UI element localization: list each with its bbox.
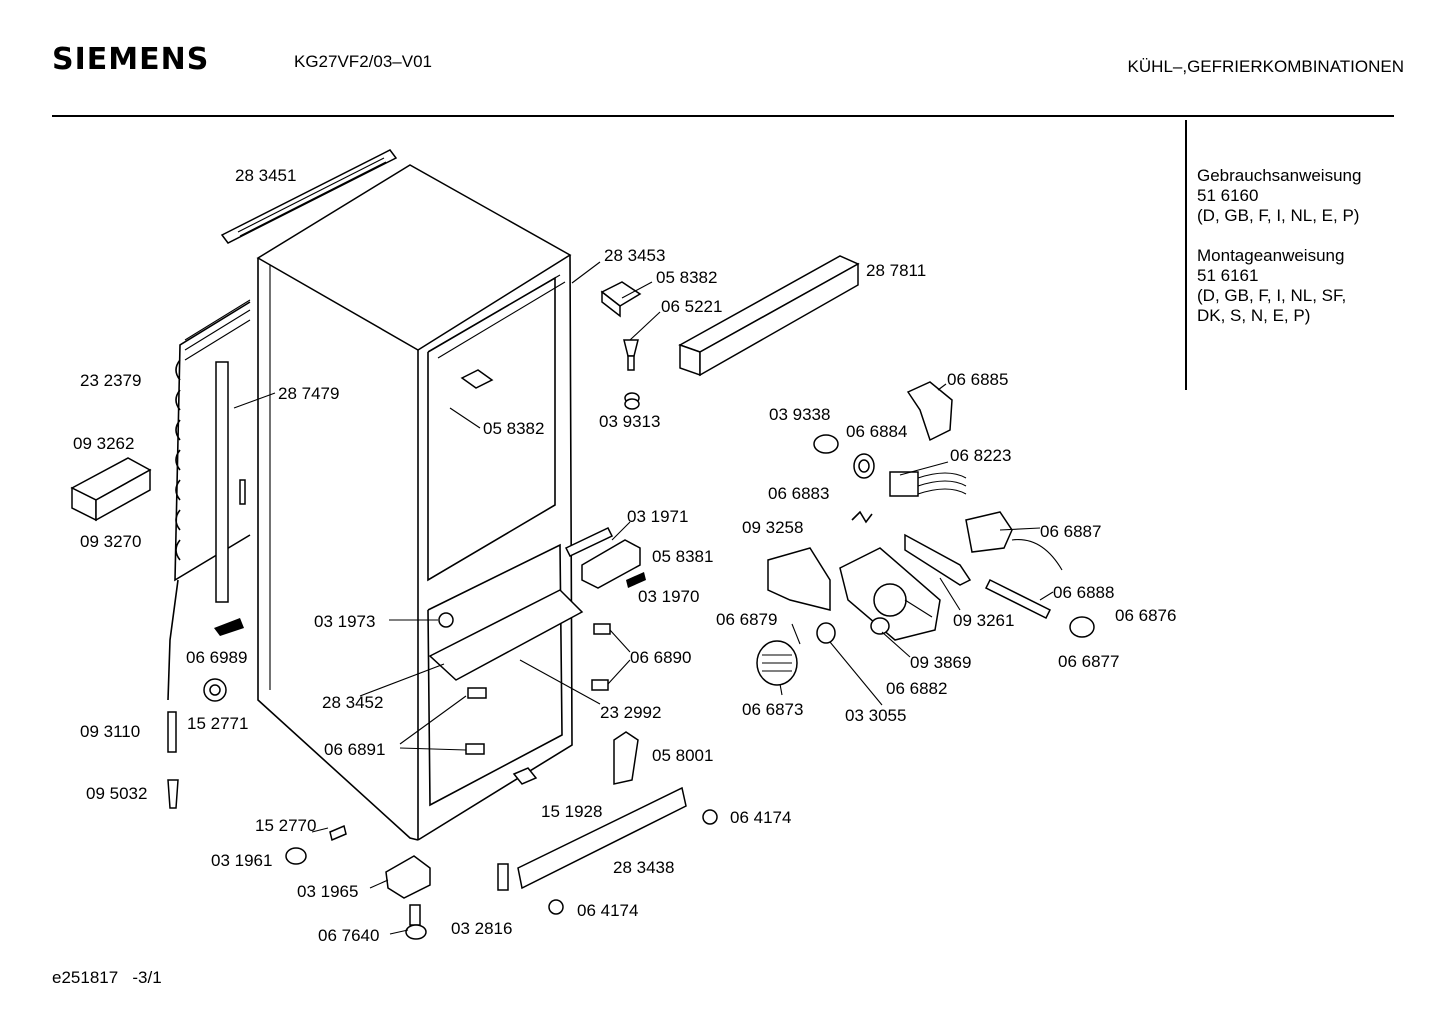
part-label: 09 3258 <box>742 518 804 537</box>
part-label: 06 6888 <box>1053 583 1115 602</box>
terminal-box <box>70 457 152 522</box>
hinge-bracket-upper <box>460 281 642 389</box>
condenser-coil <box>167 299 251 701</box>
part-label: 06 6891 <box>324 740 386 759</box>
part-label: 05 8381 <box>652 547 714 566</box>
part-label: 15 2771 <box>187 714 249 733</box>
fridge-cabinet <box>239 164 573 841</box>
middle-hinge <box>564 527 646 589</box>
part-label: 09 3261 <box>953 611 1015 630</box>
part-label: 28 7479 <box>278 384 340 403</box>
part-label: 06 5221 <box>661 297 723 316</box>
trim-bar <box>678 255 860 377</box>
usage-manual-number: 51 6160 <box>1197 186 1259 205</box>
leader-lines <box>233 261 1054 935</box>
part-label: 09 3262 <box>73 434 135 453</box>
part-label: 06 6873 <box>742 700 804 719</box>
part-label: 23 2379 <box>80 371 142 390</box>
part-label: 09 3869 <box>910 653 972 672</box>
part-label: 28 3452 <box>322 693 384 712</box>
part-label: 03 9313 <box>599 412 661 431</box>
top-vent-grille <box>220 149 398 244</box>
part-label: 28 3438 <box>613 858 675 877</box>
mounting-manual-number: 51 6161 <box>1197 266 1259 285</box>
part-label: 05 8382 <box>483 419 545 438</box>
part-label: 06 7640 <box>318 926 380 945</box>
part-label: 05 8001 <box>652 746 714 765</box>
product-category: KÜHL–,GEFRIERKOMBINATIONEN <box>1127 57 1404 76</box>
part-label: 09 5032 <box>86 784 148 803</box>
part-label: 03 1973 <box>314 612 376 631</box>
part-label: 06 6879 <box>716 610 778 629</box>
part-label: 28 3453 <box>604 246 666 265</box>
part-label: 15 2770 <box>255 816 317 835</box>
part-label: 28 3451 <box>235 166 297 185</box>
temperature-sensors <box>167 711 179 809</box>
part-label: 03 1971 <box>627 507 689 526</box>
part-label: 06 6887 <box>1040 522 1102 541</box>
part-label: 06 4174 <box>730 808 792 827</box>
model-number: KG27VF2/03–V01 <box>294 52 432 71</box>
part-label: 09 3110 <box>80 722 141 741</box>
part-label: 09 3270 <box>80 532 142 551</box>
part-label: 03 3055 <box>845 706 907 725</box>
mounting-manual-languages-line1: (D, GB, F, I, NL, SF, <box>1197 286 1347 305</box>
part-label: 06 6989 <box>186 648 248 667</box>
part-label: 03 9338 <box>769 405 831 424</box>
drawing-id: e251817 <box>52 968 119 987</box>
mounting-manual-languages-line2: DK, S, N, E, P) <box>1197 306 1311 325</box>
header-divider <box>52 115 1394 117</box>
usage-manual-languages: (D, GB, F, I, NL, E, P) <box>1197 206 1360 225</box>
base-plinth <box>497 786 718 915</box>
hinge-pin <box>623 339 640 410</box>
adjustable-foot <box>285 824 431 940</box>
part-label: 05 8382 <box>656 268 718 287</box>
part-label: 06 6877 <box>1058 652 1120 671</box>
part-label: 03 1961 <box>211 851 273 870</box>
part-label: 03 1965 <box>297 882 359 901</box>
sidebar-divider <box>1185 120 1187 390</box>
part-label: 28 7811 <box>866 261 927 280</box>
part-label: 06 6885 <box>947 370 1009 389</box>
part-label: 23 2992 <box>600 703 662 722</box>
part-label: 06 4174 <box>577 901 639 920</box>
drawing-reference: e251817 -3/1 <box>52 968 162 988</box>
brand-logo: SIEMENS <box>52 42 210 77</box>
mounting-manual-title: Montageanweisung <box>1197 246 1345 265</box>
thermostat-assembly <box>756 381 1095 686</box>
part-label: 06 6883 <box>768 484 830 503</box>
part-label: 15 1928 <box>541 802 603 821</box>
part-label: 06 6882 <box>886 679 948 698</box>
part-label: 06 8223 <box>950 446 1012 465</box>
page-number: -3/1 <box>132 968 162 987</box>
usage-manual-title: Gebrauchsanweisung <box>1197 166 1362 185</box>
part-label: 06 6890 <box>630 648 692 667</box>
divider-shelf <box>428 589 611 755</box>
part-label: 06 6884 <box>846 422 908 441</box>
lower-hinge <box>512 731 639 785</box>
part-label: 03 1970 <box>638 587 700 606</box>
part-label: 06 6876 <box>1115 606 1177 625</box>
clip-and-grommet <box>203 618 244 702</box>
part-label: 03 2816 <box>451 919 513 938</box>
